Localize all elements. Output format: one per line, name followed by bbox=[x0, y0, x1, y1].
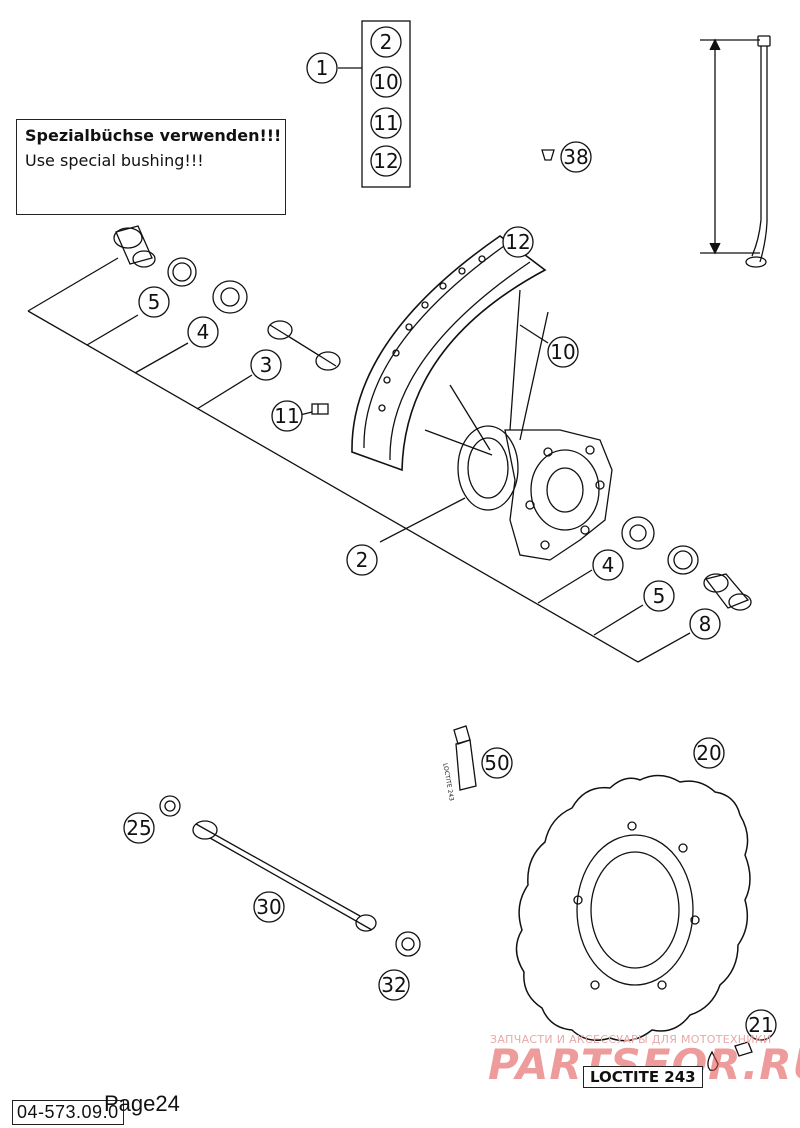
spoke-dimension bbox=[700, 38, 760, 255]
callout-38: 38 bbox=[560, 141, 592, 173]
callout-20: 20 bbox=[693, 737, 725, 769]
loctite-drop bbox=[707, 1050, 719, 1072]
svg-text:12: 12 bbox=[505, 230, 530, 254]
svg-text:21: 21 bbox=[748, 1013, 773, 1037]
svg-text:11: 11 bbox=[373, 111, 398, 135]
loctite-tube bbox=[453, 725, 477, 791]
spoke-nipple bbox=[541, 149, 555, 161]
callout-8: 8 bbox=[689, 608, 721, 640]
callout-5-left: 5 bbox=[138, 286, 170, 318]
svg-text:38: 38 bbox=[563, 145, 588, 169]
callout-11-screw: 11 bbox=[271, 400, 303, 432]
callout-30: 30 bbox=[253, 891, 285, 923]
svg-text:2: 2 bbox=[356, 548, 369, 572]
svg-text:50: 50 bbox=[484, 751, 509, 775]
bushing-left bbox=[113, 225, 156, 268]
svg-text:8: 8 bbox=[699, 612, 712, 636]
svg-text:10: 10 bbox=[373, 70, 398, 94]
svg-text:4: 4 bbox=[197, 320, 210, 344]
spokes bbox=[424, 289, 549, 456]
svg-text:30: 30 bbox=[256, 895, 281, 919]
svg-text:1: 1 bbox=[316, 56, 329, 80]
callout-25: 25 bbox=[123, 812, 155, 844]
callout-12-rim: 12 bbox=[502, 226, 534, 258]
page-label: Page24 bbox=[104, 1091, 180, 1116]
nipple-screw bbox=[311, 403, 329, 415]
svg-text:10: 10 bbox=[550, 340, 575, 364]
svg-text:5: 5 bbox=[653, 584, 666, 608]
callout-4-right: 4 bbox=[592, 549, 624, 581]
rim bbox=[351, 235, 547, 472]
svg-text:12: 12 bbox=[373, 149, 398, 173]
callout-2-hub: 2 bbox=[346, 544, 378, 576]
disc-bolt bbox=[734, 1041, 753, 1057]
bearing-left bbox=[212, 280, 248, 314]
brake-disc bbox=[515, 774, 751, 1042]
spoke bbox=[745, 35, 771, 268]
callout-2: 2 bbox=[370, 26, 402, 58]
watermark-tagline: ЗАПЧАСТИ И АКСЕССУАРЫ ДЛЯ МОТОТЕХНИКИ bbox=[490, 1033, 772, 1046]
tube-label: LOCTITE 243 bbox=[441, 763, 455, 802]
svg-text:32: 32 bbox=[381, 973, 406, 997]
leader-lines bbox=[27, 257, 691, 663]
callout-11: 11 bbox=[370, 107, 402, 139]
callout-3: 3 bbox=[250, 349, 282, 381]
axle-nut bbox=[159, 795, 181, 817]
svg-text:3: 3 bbox=[260, 353, 273, 377]
svg-text:25: 25 bbox=[126, 816, 151, 840]
callout-12: 12 bbox=[370, 145, 402, 177]
callout-32: 32 bbox=[378, 969, 410, 1001]
svg-text:11: 11 bbox=[274, 404, 299, 428]
callout-1: 1 bbox=[306, 52, 338, 84]
note-german: Spezialbüchse verwenden!!! bbox=[25, 126, 282, 145]
bushing-right bbox=[703, 573, 752, 611]
callout-10-spokes: 10 bbox=[547, 336, 579, 368]
hub bbox=[457, 425, 613, 561]
callout-21: 21 bbox=[745, 1009, 777, 1041]
seal-ring-left bbox=[167, 257, 197, 287]
svg-text:20: 20 bbox=[696, 741, 721, 765]
group-bracket bbox=[361, 20, 411, 188]
callout-10: 10 bbox=[370, 66, 402, 98]
loctite-label: LOCTITE 243 bbox=[583, 1066, 703, 1088]
seal-ring-right bbox=[667, 545, 699, 575]
svg-text:5: 5 bbox=[148, 290, 161, 314]
svg-text:4: 4 bbox=[602, 553, 615, 577]
svg-text:2: 2 bbox=[380, 30, 393, 54]
special-bushing-note: Spezialbüchse verwenden!!! Use special b… bbox=[16, 119, 286, 215]
callout-4-left: 4 bbox=[187, 316, 219, 348]
callout-5-right: 5 bbox=[643, 580, 675, 612]
callout-50: 50 bbox=[481, 747, 513, 779]
document-code: 04-573.09.0 bbox=[12, 1100, 124, 1125]
axle-screw bbox=[395, 931, 421, 957]
axle bbox=[192, 820, 377, 932]
bearing-right bbox=[621, 516, 655, 550]
spacer-tube bbox=[267, 320, 341, 371]
note-english: Use special bushing!!! bbox=[25, 151, 204, 170]
